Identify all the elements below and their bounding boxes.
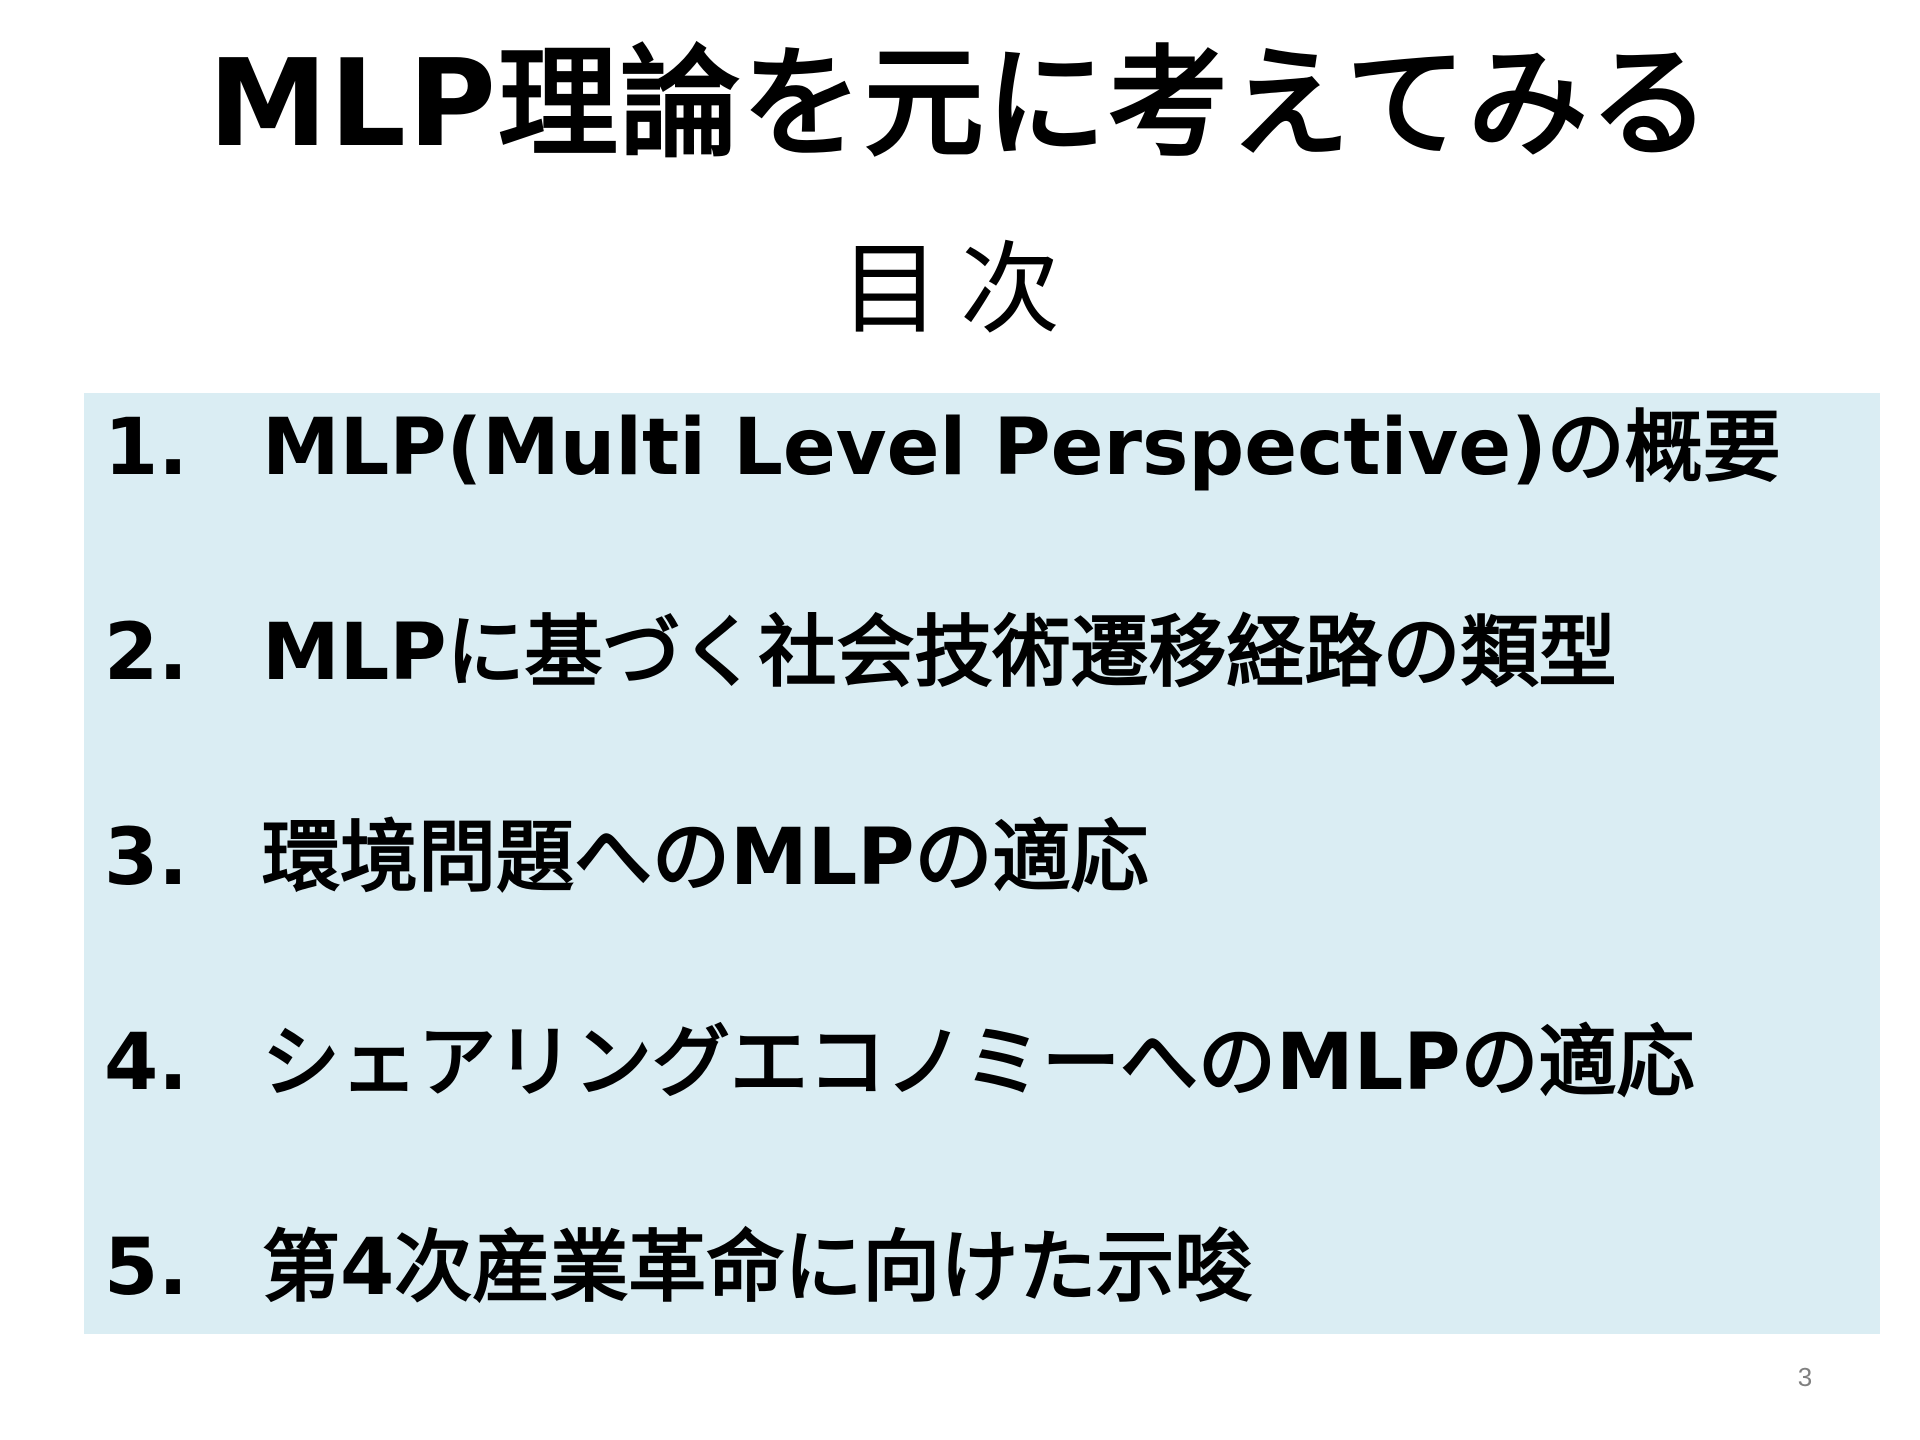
toc-item-number: 4. — [104, 1018, 188, 1108]
toc-item-label: MLPに基づく社会技術遷移経路の類型 — [262, 608, 1617, 698]
toc-item-number: 1. — [104, 403, 188, 493]
page-number: 3 — [1797, 1362, 1813, 1392]
toc-item: 4. シェアリングエコノミーへのMLPの適応 — [84, 1008, 1880, 1118]
toc-item: 1. MLP(Multi Level Perspective)の概要 — [84, 393, 1880, 503]
table-of-contents: 1. MLP(Multi Level Perspective)の概要 2. ML… — [84, 393, 1880, 1334]
toc-item-label: 環境問題へのMLPの適応 — [262, 813, 1149, 903]
toc-item-label: MLP(Multi Level Perspective)の概要 — [262, 403, 1781, 493]
slide-subtitle: 目次 — [840, 231, 1080, 348]
toc-item-number: 2. — [104, 608, 188, 698]
slide-title: MLP理論を元に考えてみる — [208, 35, 1712, 174]
toc-item-label: シェアリングエコノミーへのMLPの適応 — [262, 1018, 1695, 1108]
toc-item: 2. MLPに基づく社会技術遷移経路の類型 — [84, 598, 1880, 708]
toc-item-number: 5. — [104, 1223, 188, 1313]
toc-item: 3. 環境問題へのMLPの適応 — [84, 803, 1880, 913]
toc-item-number: 3. — [104, 813, 188, 903]
toc-item-label: 第4次産業革命に向けた示唆 — [262, 1223, 1253, 1313]
toc-item: 5. 第4次産業革命に向けた示唆 — [84, 1213, 1880, 1323]
